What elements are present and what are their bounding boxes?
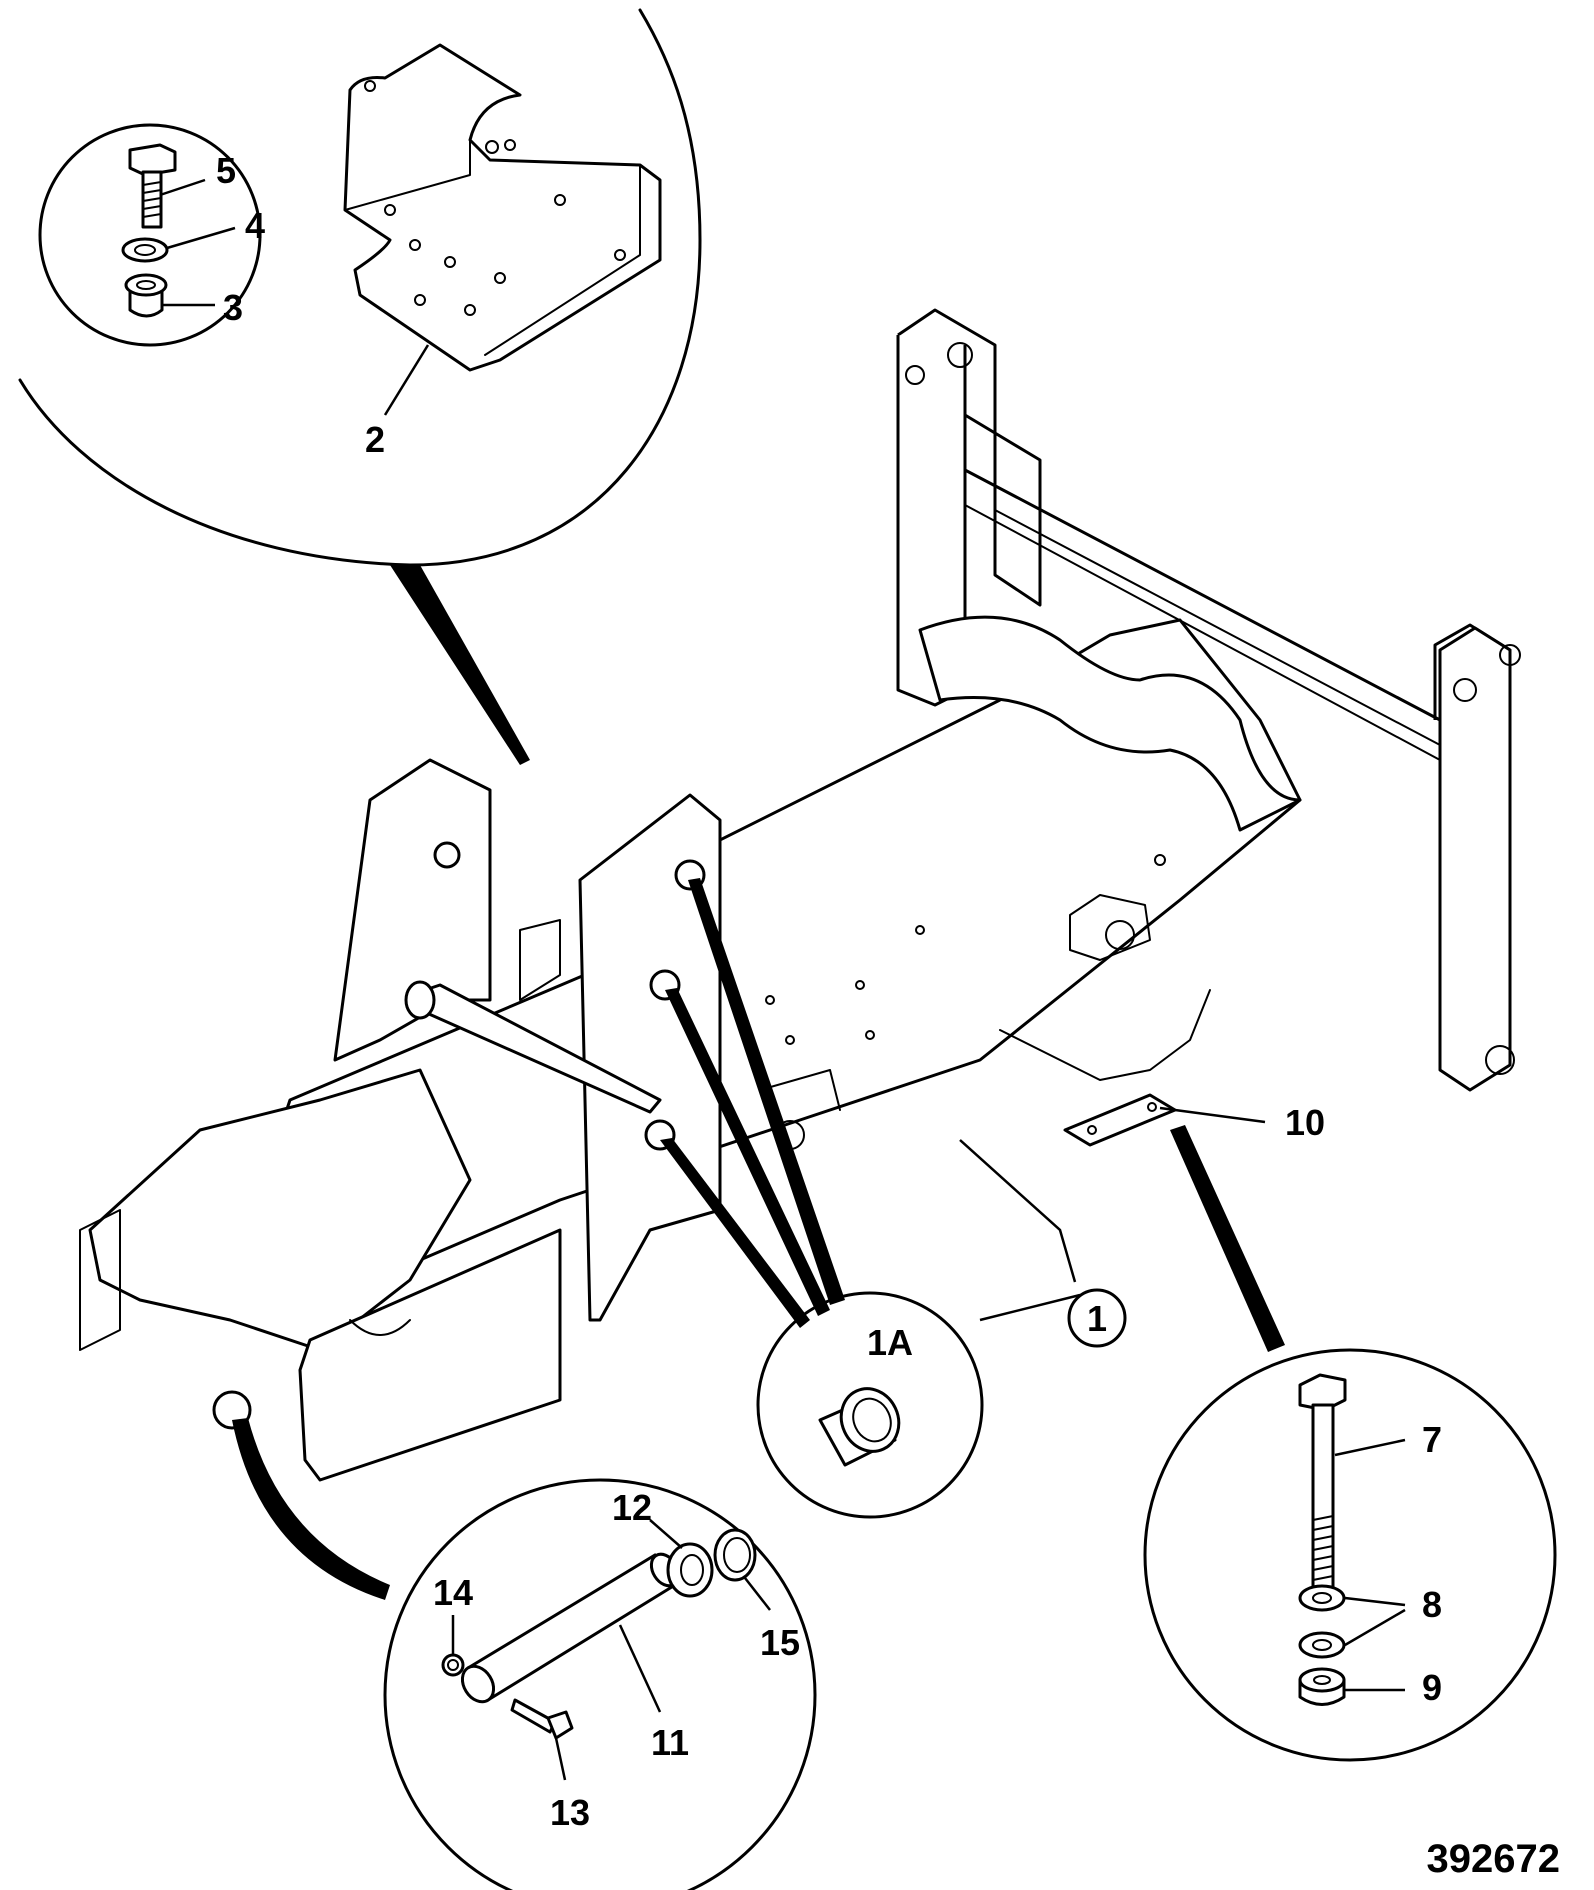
callout-12: 12 [612, 1487, 652, 1528]
bracket-detail-circle [18, 8, 702, 765]
callout-4: 4 [245, 205, 265, 246]
washer-8a-icon [1298, 1584, 1346, 1612]
chassis-frame-1 [79, 308, 1521, 1482]
callout-3: 3 [223, 287, 243, 328]
pin-detail-circle [383, 1478, 817, 1890]
mounting-bracket-2 [343, 43, 662, 372]
callout-5: 5 [216, 150, 236, 191]
callout-8: 8 [1422, 1584, 1442, 1625]
callout-1a: 1A [867, 1322, 913, 1363]
bolt-5-icon [128, 143, 177, 229]
callout-10: 10 [1285, 1102, 1325, 1143]
bolt-7-icon [1298, 1373, 1347, 1589]
shim-15-icon [713, 1528, 757, 1582]
fastener-detail-circle [38, 123, 262, 347]
bush-1a-icon [818, 1387, 901, 1467]
spacer-3-icon [124, 273, 168, 318]
bolt-detail-circle [1143, 1348, 1557, 1762]
callout-15: 15 [760, 1622, 800, 1663]
figure-reference-number: 392672 [1427, 1837, 1560, 1881]
grease-nipple-14-icon [441, 1653, 465, 1677]
shim-plate-10 [1063, 1093, 1177, 1147]
callout-13: 13 [550, 1792, 590, 1833]
washer-12-icon [666, 1542, 714, 1598]
callout-2: 2 [365, 419, 385, 460]
callout-9: 9 [1422, 1667, 1442, 1708]
bolt-13-icon [510, 1698, 574, 1740]
callout-7: 7 [1422, 1419, 1442, 1460]
callout-1-circle [1067, 1288, 1127, 1348]
callout-14: 14 [433, 1572, 473, 1613]
nut-9-icon [1298, 1667, 1346, 1706]
washer-8b-icon [1298, 1631, 1346, 1659]
bush-1a-detail-circle [756, 1291, 984, 1519]
callout-1: 1 [1087, 1298, 1107, 1339]
washer-4-icon [121, 237, 169, 263]
callout-11: 11 [651, 1722, 689, 1763]
pivot-pin-11-icon [460, 1552, 681, 1704]
